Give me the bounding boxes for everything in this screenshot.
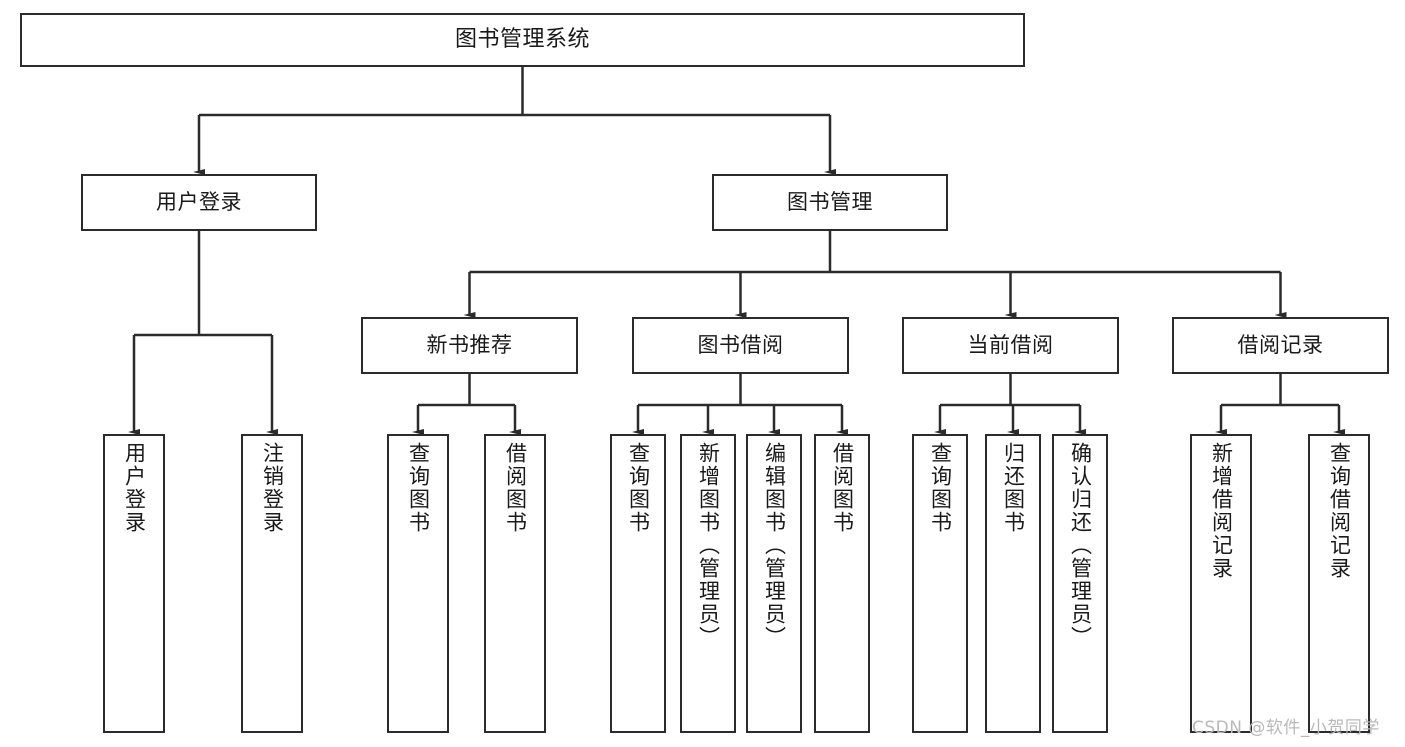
node-label: 新书推荐 <box>426 333 513 358</box>
node-new-book-rec[interactable]: 新书推荐 <box>361 317 578 374</box>
node-label: 新增图书（管理员） <box>696 442 721 649</box>
node-leaf-br-add[interactable]: 新增借阅记录 <box>1190 434 1252 733</box>
node-leaf-user-login[interactable]: 用户登录 <box>103 434 165 733</box>
node-label: 借阅图书 <box>830 442 855 534</box>
node-root[interactable]: 图书管理系统 <box>20 13 1025 67</box>
node-label: 借阅图书 <box>503 442 528 534</box>
node-borrow-record[interactable]: 借阅记录 <box>1172 317 1389 374</box>
node-book-borrow[interactable]: 图书借阅 <box>632 317 849 374</box>
node-label: 当前借阅 <box>967 333 1054 358</box>
connector-lines <box>128 67 1345 435</box>
node-label: 图书借阅 <box>697 333 784 358</box>
node-label: 用户登录 <box>156 190 242 215</box>
node-label: 确认归还（管理员） <box>1068 442 1093 649</box>
node-leaf-bb-add[interactable]: 新增图书（管理员） <box>680 434 736 733</box>
node-leaf-rec-borrow[interactable]: 借阅图书 <box>484 434 546 733</box>
node-label: 图书管理 <box>787 190 873 215</box>
node-leaf-rec-query[interactable]: 查询图书 <box>387 434 449 733</box>
node-leaf-user-logout[interactable]: 注销登录 <box>241 434 303 733</box>
node-leaf-cb-query[interactable]: 查询图书 <box>912 434 968 733</box>
node-leaf-bb-borrow[interactable]: 借阅图书 <box>814 434 870 733</box>
node-label: 查询图书 <box>928 442 953 534</box>
node-leaf-bb-query[interactable]: 查询图书 <box>610 434 666 733</box>
node-leaf-br-query[interactable]: 查询借阅记录 <box>1308 434 1370 733</box>
node-label: 查询图书 <box>626 442 651 534</box>
node-leaf-cb-return[interactable]: 归还图书 <box>985 434 1041 733</box>
node-label: 借阅记录 <box>1237 333 1324 358</box>
node-leaf-cb-confirm[interactable]: 确认归还（管理员） <box>1052 434 1108 733</box>
node-book-manage[interactable]: 图书管理 <box>712 174 948 231</box>
csdn-watermark: CSDN @软件_小贺同学 <box>1192 718 1380 738</box>
node-user-login[interactable]: 用户登录 <box>81 174 317 231</box>
node-leaf-bb-edit[interactable]: 编辑图书（管理员） <box>746 434 802 733</box>
node-label: 用户登录 <box>122 442 147 534</box>
node-label: 编辑图书（管理员） <box>762 442 787 649</box>
node-label: 归还图书 <box>1001 442 1026 534</box>
node-label: 新增借阅记录 <box>1209 442 1234 580</box>
node-label: 查询借阅记录 <box>1327 442 1352 580</box>
node-label: 查询图书 <box>406 442 431 534</box>
node-label: 注销登录 <box>260 442 285 534</box>
node-label: 图书管理系统 <box>454 27 590 53</box>
node-current-borrow[interactable]: 当前借阅 <box>902 317 1119 374</box>
